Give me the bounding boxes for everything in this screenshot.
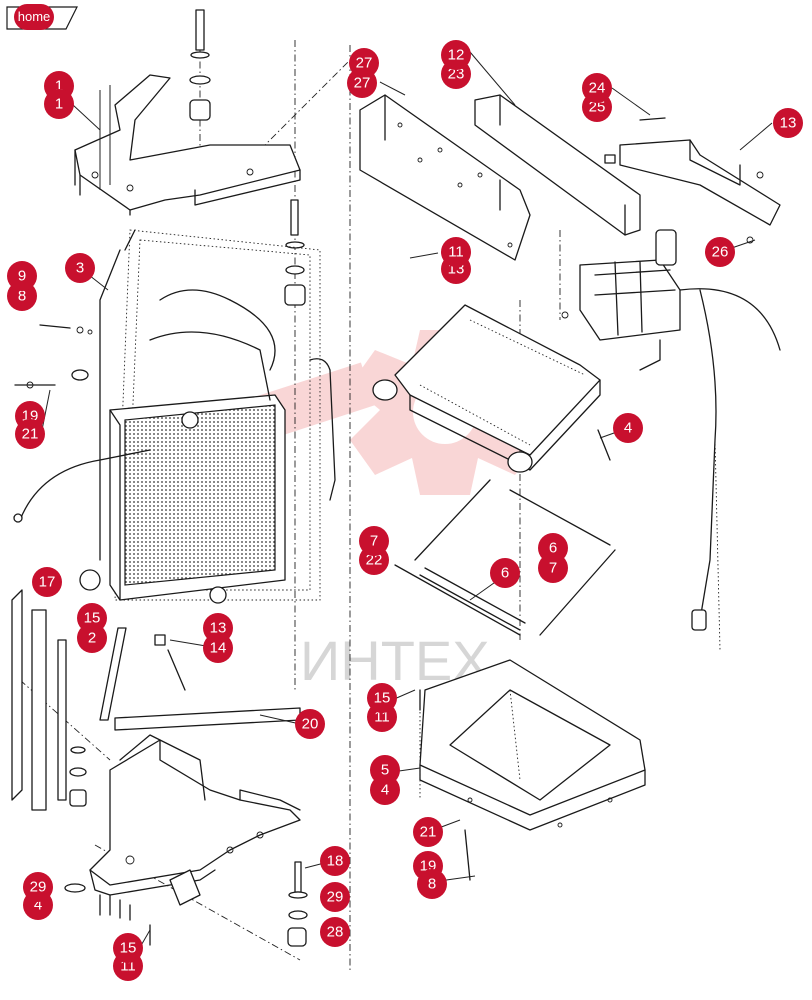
svg-text:26: 26 <box>712 244 729 261</box>
callout-7b[interactable]: 7 <box>538 553 568 583</box>
callout-3[interactable]: 3 <box>65 253 95 283</box>
svg-text:25: 25 <box>589 99 606 116</box>
charge-air-cooler <box>372 304 611 473</box>
svg-text:11: 11 <box>448 244 464 261</box>
svg-text:20: 20 <box>302 716 319 733</box>
lower-mount-bracket <box>89 734 301 906</box>
svg-text:1: 1 <box>55 78 63 95</box>
callout-12b[interactable]: 13 <box>773 108 803 138</box>
callout-11a[interactable]: 11 <box>441 237 471 267</box>
svg-text:6: 6 <box>549 540 557 557</box>
svg-text:15: 15 <box>374 690 391 707</box>
svg-text:13: 13 <box>780 115 797 132</box>
callout-21b[interactable]: 21 <box>413 817 443 847</box>
callout-20[interactable]: 20 <box>295 709 325 739</box>
home-button[interactable]: home <box>14 4 54 30</box>
upper-mount-bracket <box>74 74 301 216</box>
svg-text:4: 4 <box>624 420 632 437</box>
callout-18[interactable]: 18 <box>320 846 350 876</box>
svg-text:29: 29 <box>327 889 344 906</box>
side-strips <box>11 589 301 811</box>
callout-29a[interactable]: 29 <box>320 882 350 912</box>
callout-29b[interactable]: 29 <box>23 872 53 902</box>
callout-26[interactable]: 26 <box>705 237 735 267</box>
svg-text:11: 11 <box>374 709 390 726</box>
callout-8b[interactable]: 8 <box>417 869 447 899</box>
callout-2[interactable]: 2 <box>77 623 107 653</box>
svg-text:14: 14 <box>210 640 227 657</box>
svg-text:8: 8 <box>428 876 436 893</box>
mount-stack-bottom <box>64 861 308 947</box>
side-cover-panel <box>359 94 531 261</box>
svg-text:1: 1 <box>55 96 63 113</box>
svg-text:29: 29 <box>30 879 47 896</box>
callout-28[interactable]: 28 <box>320 917 350 947</box>
angle-bar <box>474 94 641 236</box>
callout-4a[interactable]: 4 <box>613 413 643 443</box>
svg-text:12: 12 <box>448 47 465 64</box>
svg-text:4: 4 <box>381 782 389 799</box>
svg-text:9: 9 <box>18 268 26 285</box>
callout-6b[interactable]: 6 <box>490 558 520 588</box>
svg-text:17: 17 <box>39 574 56 591</box>
callout-1b[interactable]: 1 <box>44 89 74 119</box>
svg-text:15: 15 <box>120 940 137 957</box>
seal-strips <box>394 479 616 636</box>
callout-15c[interactable]: 15 <box>113 933 143 963</box>
mount-stack-top <box>189 9 211 121</box>
svg-text:3: 3 <box>76 260 84 277</box>
svg-text:7: 7 <box>370 533 378 550</box>
pin-rod <box>167 649 186 691</box>
svg-text:2: 2 <box>88 630 96 647</box>
mount-stack-lower-left <box>69 746 87 807</box>
svg-text:7: 7 <box>549 560 557 577</box>
svg-text:21: 21 <box>420 824 437 841</box>
callout-21a[interactable]: 21 <box>15 419 45 449</box>
svg-text:24: 24 <box>589 80 606 97</box>
svg-text:13: 13 <box>210 620 227 637</box>
svg-text:23: 23 <box>448 66 465 83</box>
svg-text:6: 6 <box>501 565 509 582</box>
callout-15b[interactable]: 15 <box>367 683 397 713</box>
mount-stack-mid <box>284 199 306 306</box>
leader-lines <box>72 51 773 969</box>
upper-right-bracket <box>604 117 781 244</box>
callout-12a[interactable]: 12 <box>441 40 471 70</box>
svg-text:21: 21 <box>22 426 39 443</box>
svg-text:27: 27 <box>354 75 371 92</box>
svg-text:18: 18 <box>327 853 344 870</box>
svg-text:22: 22 <box>366 552 383 569</box>
svg-text:4: 4 <box>34 897 42 914</box>
lower-shroud <box>419 659 646 831</box>
callout-17[interactable]: 17 <box>32 567 62 597</box>
radiator-core <box>13 289 286 604</box>
callout-layer: 1 1 27 27 23 12 25 24 13 26 13 11 3 8 9 … <box>7 40 803 981</box>
callout-24[interactable]: 24 <box>582 73 612 103</box>
expansion-tank <box>579 229 781 651</box>
callout-4b[interactable]: 4 <box>370 775 400 805</box>
svg-text:5: 5 <box>381 762 389 779</box>
callout-27[interactable]: 27 <box>347 68 377 98</box>
bolt-set-lower <box>99 689 471 946</box>
svg-text:28: 28 <box>327 924 344 941</box>
callout-9[interactable]: 9 <box>7 261 37 291</box>
hose-right <box>309 358 336 501</box>
callout-7a[interactable]: 7 <box>359 526 389 556</box>
callout-14[interactable]: 14 <box>203 633 233 663</box>
svg-text:8: 8 <box>18 288 26 305</box>
svg-text:15: 15 <box>84 610 101 627</box>
svg-text:27: 27 <box>356 55 373 72</box>
